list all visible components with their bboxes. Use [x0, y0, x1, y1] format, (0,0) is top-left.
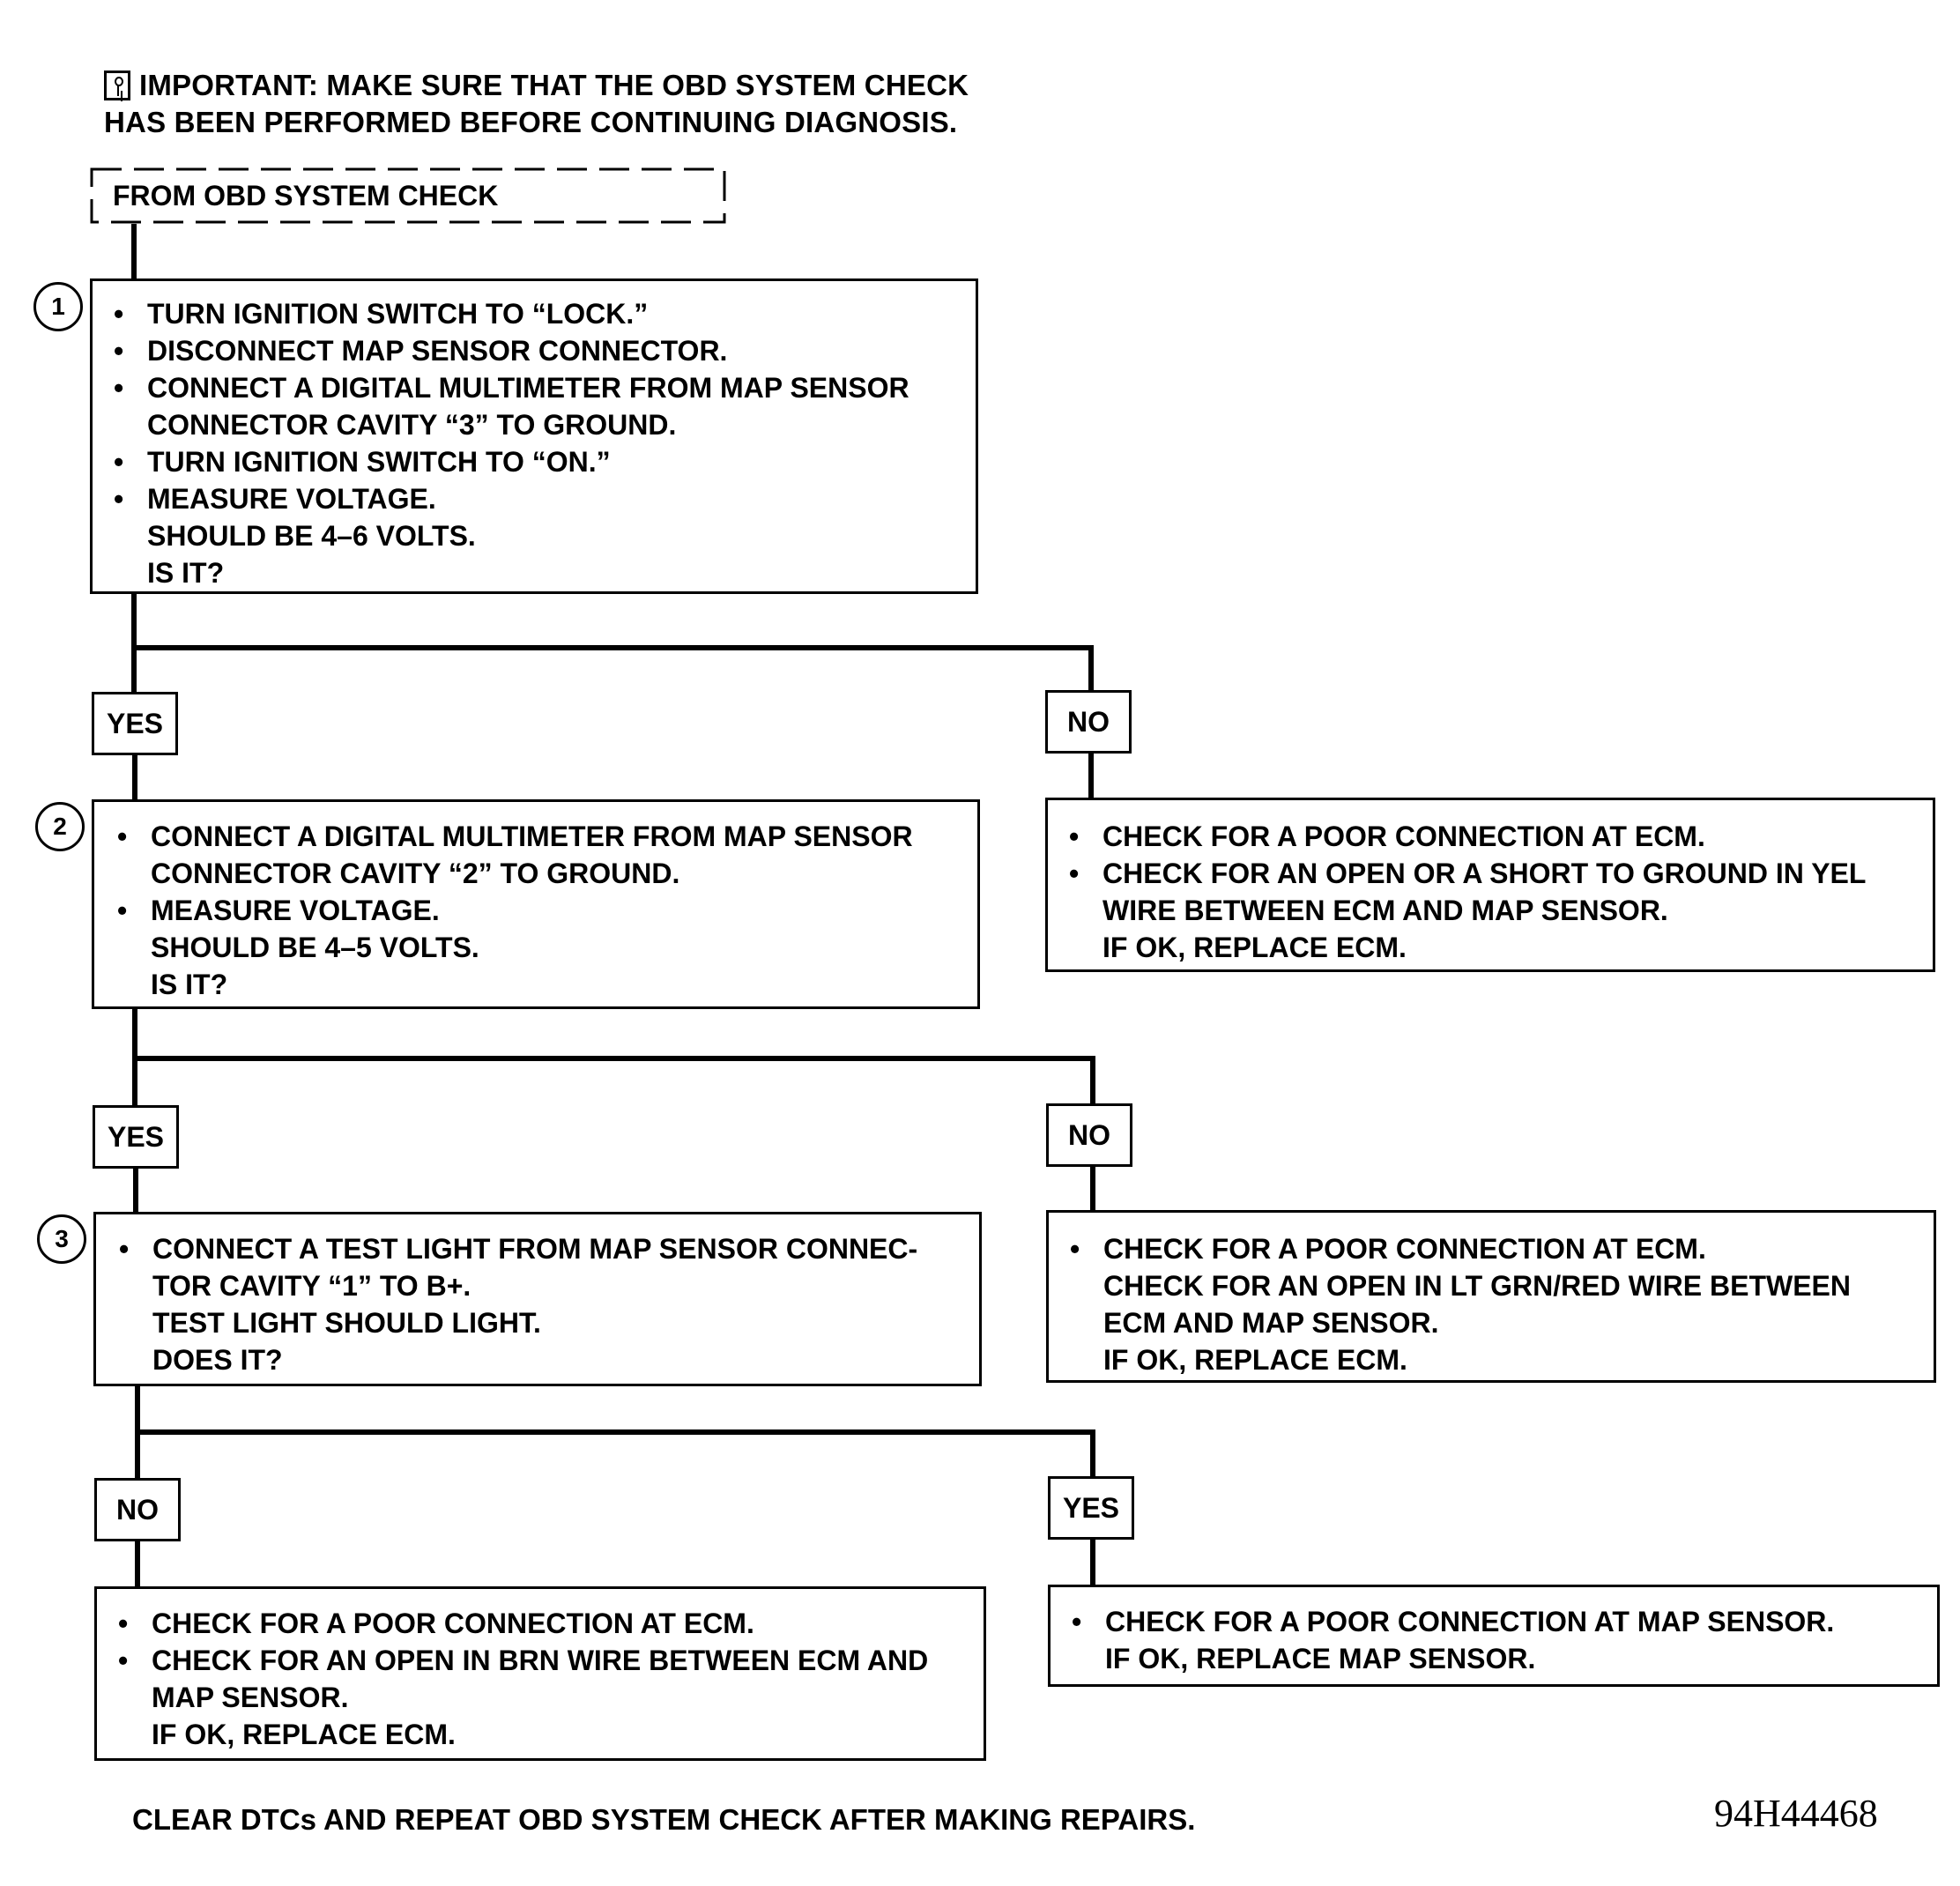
step3-no-label: NO — [94, 1478, 181, 1541]
step3-yes-label: YES — [1048, 1476, 1134, 1540]
step2-no-item: CHECK FOR A POOR CONNECTION AT ECM. — [1070, 1230, 1916, 1267]
step3-no-item: CHECK FOR A POOR CONNECTION AT ECM. — [118, 1605, 966, 1642]
step1-item: SHOULD BE 4–6 VOLTS. — [147, 520, 476, 552]
step3-yes-item: CHECK FOR A POOR CONNECTION AT MAP SENSO… — [1072, 1603, 1919, 1640]
start-box: FROM OBD SYSTEM CHECK — [90, 167, 726, 224]
important-line-1: IMPORTANT: MAKE SURE THAT THE OBD SYSTEM… — [139, 69, 969, 101]
step3-no-item: CHECK FOR AN OPEN IN BRN WIRE BETWEEN EC… — [118, 1642, 966, 1679]
step3-yes-item: IF OK, REPLACE MAP SENSOR. — [1105, 1643, 1536, 1674]
step1-item: CONNECTOR CAVITY “3” TO GROUND. — [147, 409, 677, 441]
step1-item: CONNECT A DIGITAL MULTIMETER FROM MAP SE… — [114, 369, 958, 406]
step2-no-item: ECM AND MAP SENSOR. — [1103, 1307, 1439, 1339]
figure-code: 94H44468 — [1714, 1792, 1878, 1835]
step2-item: CONNECT A DIGITAL MULTIMETER FROM MAP SE… — [117, 818, 960, 855]
important-notice: IMPORTANT: MAKE SURE THAT THE OBD SYSTEM… — [104, 67, 969, 141]
step3-yes-result-box: CHECK FOR A POOR CONNECTION AT MAP SENSO… — [1048, 1585, 1940, 1687]
step2-item: CONNECTOR CAVITY “2” TO GROUND. — [151, 858, 680, 889]
step1-box: TURN IGNITION SWITCH TO “LOCK.” DISCONNE… — [90, 278, 978, 594]
step3-no-result-box: CHECK FOR A POOR CONNECTION AT ECM. CHEC… — [94, 1586, 986, 1761]
step2-yes-label: YES — [93, 1105, 179, 1169]
step2-no-result-box: CHECK FOR A POOR CONNECTION AT ECM. CHEC… — [1046, 1210, 1936, 1383]
start-label: FROM OBD SYSTEM CHECK — [113, 180, 499, 212]
dashed-border — [90, 167, 726, 224]
step1-no-item: IF OK, REPLACE ECM. — [1102, 932, 1407, 963]
step2-box: CONNECT A DIGITAL MULTIMETER FROM MAP SE… — [92, 799, 980, 1009]
branch1-right-drop — [1088, 645, 1094, 693]
connector-start-step1 — [131, 224, 137, 280]
step1-no-item: CHECK FOR AN OPEN OR A SHORT TO GROUND I… — [1069, 855, 1915, 892]
step2-no-label: NO — [1046, 1103, 1132, 1167]
branch1-trunk — [131, 594, 137, 693]
branch3-right-drop — [1090, 1429, 1095, 1477]
step-number-2: 2 — [35, 802, 85, 851]
step1-item: MEASURE VOLTAGE. — [114, 480, 958, 517]
footer-note: CLEAR DTCs AND REPEAT OBD SYSTEM CHECK A… — [132, 1803, 1196, 1836]
step1-no-item: CHECK FOR A POOR CONNECTION AT ECM. — [1069, 818, 1915, 855]
step2-no-item: IF OK, REPLACE ECM. — [1103, 1344, 1407, 1376]
step3-item: TEST LIGHT SHOULD LIGHT. — [152, 1307, 541, 1339]
step1-yes-label: YES — [92, 692, 178, 755]
step3-no-item: MAP SENSOR. — [152, 1682, 349, 1713]
step2-item: MEASURE VOLTAGE. — [117, 892, 960, 929]
step-number-1: 1 — [33, 282, 83, 331]
important-line-2: HAS BEEN PERFORMED BEFORE CONTINUING DIA… — [104, 106, 958, 138]
step1-no-label: NO — [1045, 690, 1132, 754]
step-number-3: 3 — [37, 1214, 86, 1264]
step2-item: SHOULD BE 4–5 VOLTS. — [151, 932, 479, 963]
step1-item: DISCONNECT MAP SENSOR CONNECTOR. — [114, 332, 958, 369]
yes1-to-step2 — [132, 755, 137, 801]
step3-no-item: IF OK, REPLACE ECM. — [152, 1719, 456, 1750]
step3-item: DOES IT? — [152, 1344, 283, 1376]
step3-item: TOR CAVITY “1” TO B+. — [152, 1270, 471, 1302]
branch1-horizontal — [131, 645, 1094, 650]
branch3-horizontal — [135, 1429, 1095, 1435]
step1-item: IS IT? — [147, 557, 225, 589]
no1-to-result — [1088, 754, 1094, 799]
yes3-to-result — [1090, 1540, 1095, 1585]
branch2-right-drop — [1090, 1056, 1095, 1105]
branch2-horizontal — [132, 1056, 1095, 1061]
step1-item: TURN IGNITION SWITCH TO “ON.” — [114, 443, 958, 480]
no3-to-result — [135, 1541, 140, 1587]
step2-item: IS IT? — [151, 969, 228, 1000]
yes2-to-step3 — [133, 1169, 138, 1213]
step1-item: TURN IGNITION SWITCH TO “LOCK.” — [114, 295, 958, 332]
step3-box: CONNECT A TEST LIGHT FROM MAP SENSOR CON… — [93, 1212, 982, 1386]
important-notice-icon — [104, 71, 130, 100]
step3-item: CONNECT A TEST LIGHT FROM MAP SENSOR CON… — [119, 1230, 961, 1267]
step1-no-item: WIRE BETWEEN ECM AND MAP SENSOR. — [1102, 895, 1668, 926]
step2-no-item: CHECK FOR AN OPEN IN LT GRN/RED WIRE BET… — [1103, 1270, 1851, 1302]
no2-to-result — [1090, 1167, 1095, 1211]
step1-no-result-box: CHECK FOR A POOR CONNECTION AT ECM. CHEC… — [1045, 798, 1935, 972]
